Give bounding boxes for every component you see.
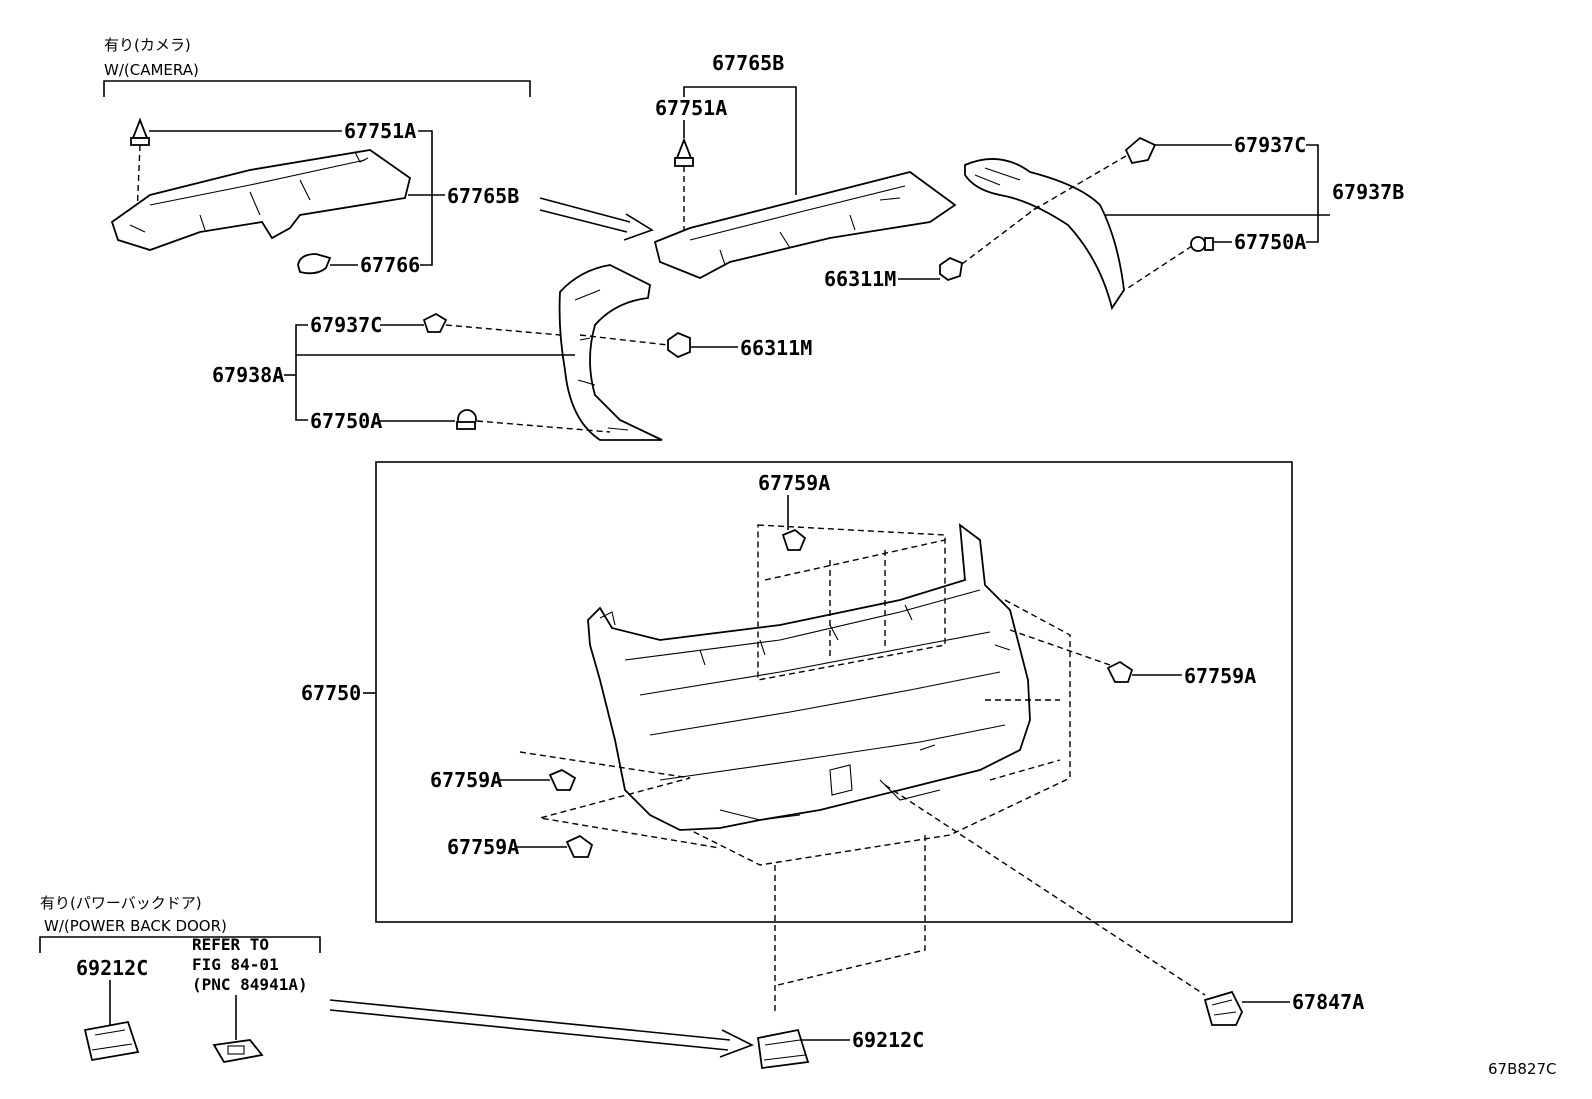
dash-67750A-right — [1127, 245, 1193, 289]
bracket-67765B-top — [683, 86, 797, 195]
refer-line-3: (PNC 84941A) — [192, 975, 308, 994]
back-door-side-trim-right[interactable] — [964, 158, 1125, 311]
dash-to-69212C-b — [777, 835, 926, 986]
bracket-67937B — [1306, 144, 1319, 243]
label-67759A-left2: 67759A — [447, 835, 519, 859]
dash-to-67847A — [884, 784, 1206, 996]
part-69212C-left[interactable] — [83, 1020, 140, 1062]
label-69212C-left: 69212C — [76, 956, 148, 980]
main-assembly-box — [375, 461, 1293, 923]
pbd-bracket-line — [39, 936, 321, 953]
dash-66311M-mid — [579, 334, 669, 346]
arrow-camera-to-standard — [539, 197, 654, 241]
upper-trim-panel[interactable] — [653, 171, 957, 279]
label-67766: 67766 — [360, 253, 420, 277]
dash-67750A-left — [476, 420, 611, 433]
label-67765B-left: 67765B — [447, 184, 519, 208]
note-camera-jp: 有り(カメラ) — [104, 36, 191, 54]
part-69212C-bottom[interactable] — [756, 1028, 810, 1070]
clip-67937C-right[interactable] — [1124, 136, 1157, 165]
clip-66311M-right[interactable] — [939, 256, 963, 282]
part-67847A[interactable] — [1203, 990, 1243, 1026]
clip-67759A-left1[interactable] — [548, 768, 577, 791]
label-67759A-left1: 67759A — [430, 768, 502, 792]
note-camera-en: W/(CAMERA) — [104, 61, 199, 79]
label-67751A-top: 67751A — [655, 96, 727, 120]
label-67937C-right: 67937C — [1234, 133, 1306, 157]
clip-67750A-right[interactable] — [1190, 236, 1214, 252]
clip-67750A-left[interactable] — [456, 409, 477, 430]
dash-region-left — [519, 751, 721, 849]
label-67938A: 67938A — [212, 363, 284, 387]
label-66311M-mid: 66311M — [740, 336, 812, 360]
label-67759A-top: 67759A — [758, 471, 830, 495]
clip-67759A-top[interactable] — [781, 528, 807, 551]
label-66311M-right: 66311M — [824, 267, 896, 291]
part-67766[interactable] — [297, 253, 332, 275]
clip-67751A-left[interactable] — [130, 117, 150, 146]
label-67937B: 67937B — [1332, 180, 1404, 204]
clip-67759A-right[interactable] — [1106, 660, 1134, 683]
bracket-67938A — [295, 324, 308, 421]
clip-66311M-mid[interactable] — [667, 331, 691, 359]
clip-67759A-left2[interactable] — [565, 834, 594, 858]
dash-region-top-lines — [764, 539, 946, 660]
camera-bracket-line — [103, 80, 531, 97]
label-67759A-right: 67759A — [1184, 664, 1256, 688]
label-67847A: 67847A — [1292, 990, 1364, 1014]
power-back-door-switch[interactable] — [212, 1039, 264, 1063]
refer-line-2: FIG 84-01 — [192, 955, 279, 974]
note-pbd-jp: 有り(パワーバックドア) — [40, 894, 202, 912]
label-67765B-top: 67765B — [712, 51, 784, 75]
dash-region-top — [757, 524, 946, 681]
clip-67751A-top[interactable] — [674, 137, 694, 167]
note-pbd-en: W/(POWER BACK DOOR) — [44, 917, 227, 935]
upper-trim-camera-panel[interactable] — [110, 149, 412, 251]
arrow-pbd-to-main — [329, 999, 754, 1058]
label-67750: 67750 — [301, 681, 361, 705]
label-69212C-bottom: 69212C — [852, 1028, 924, 1052]
refer-line-1: REFER TO — [192, 935, 269, 954]
dash-67751A-left — [136, 144, 141, 216]
dash-region-bottom — [689, 599, 1071, 866]
back-door-side-trim-left[interactable] — [558, 264, 663, 441]
bracket-67765B-left — [418, 130, 433, 266]
label-67750A-left: 67750A — [310, 409, 382, 433]
dash-67937C-right — [1029, 155, 1127, 213]
dash-66311M-right — [961, 204, 1041, 265]
dash-67937C-left — [445, 324, 561, 336]
label-67937C-left: 67937C — [310, 313, 382, 337]
clip-67937C-left[interactable] — [422, 312, 448, 333]
label-67750A-right: 67750A — [1234, 230, 1306, 254]
diagram-code: 67B827C — [1488, 1060, 1556, 1078]
label-67751A-left: 67751A — [344, 119, 416, 143]
dash-region-right-lines — [985, 629, 1111, 781]
